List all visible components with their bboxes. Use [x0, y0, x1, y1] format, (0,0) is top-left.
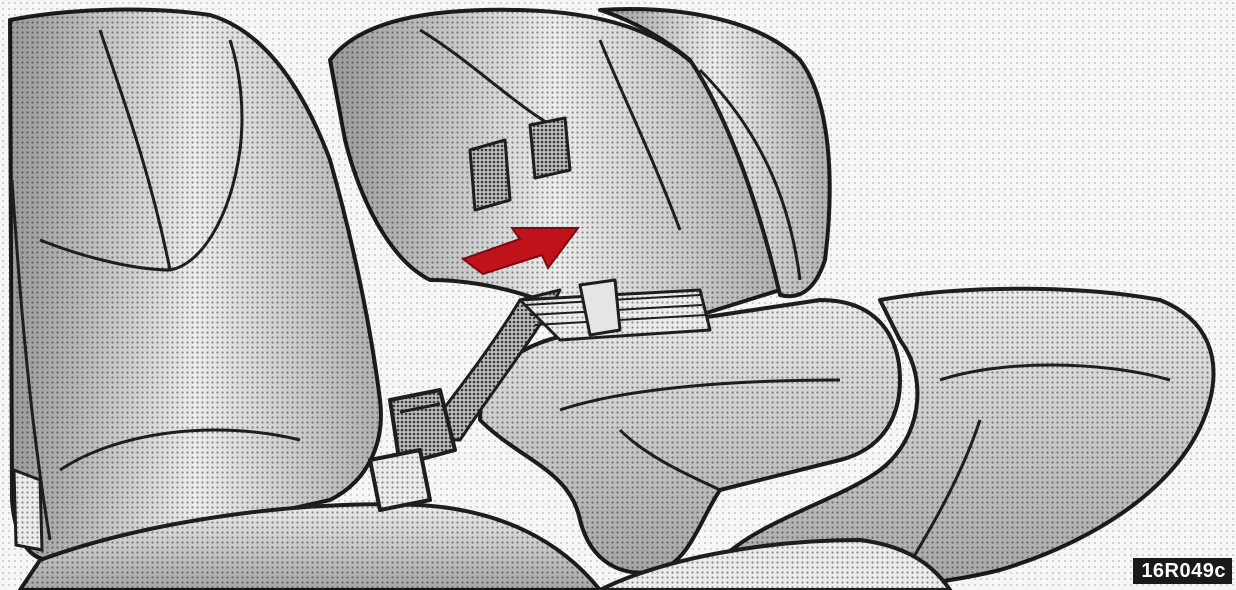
figure-code-label: 16R049c: [1133, 558, 1232, 584]
seat-latch: [14, 470, 42, 550]
